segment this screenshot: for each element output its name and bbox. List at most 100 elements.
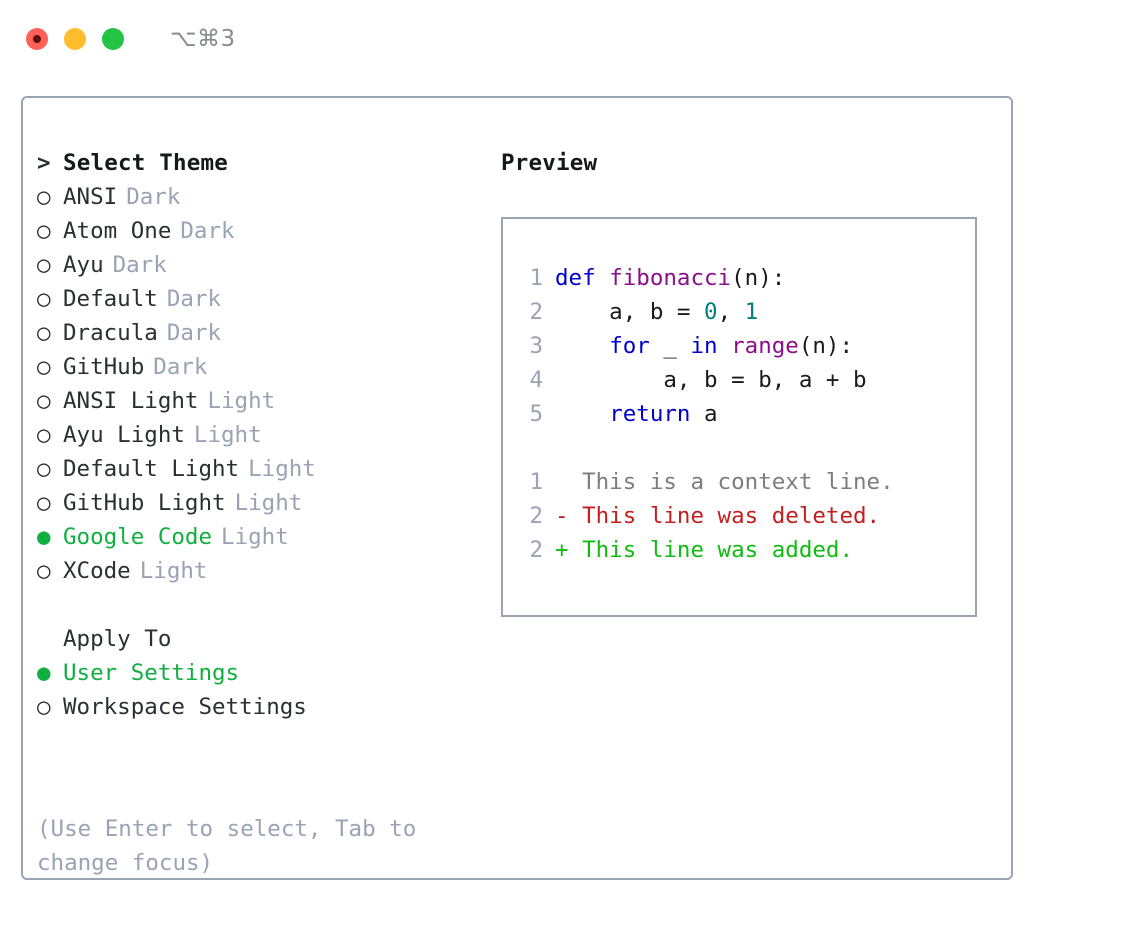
diff-line-text: + This line was added. xyxy=(555,537,854,563)
theme-category-label: Light xyxy=(207,388,276,414)
theme-category-label: Light xyxy=(248,456,316,482)
radio-unselected-icon: ○ xyxy=(37,388,51,414)
code-token: range xyxy=(731,333,799,359)
radio-unselected-icon: ○ xyxy=(37,286,51,312)
prompt-caret-icon: > xyxy=(37,150,51,176)
keyboard-hint: (Use Enter to select, Tab to change focu… xyxy=(37,816,417,876)
theme-list-item[interactable]: ○ Default Dark xyxy=(37,282,477,316)
code-token: fibonacci xyxy=(609,265,732,291)
theme-category-label: Dark xyxy=(153,354,208,380)
line-number: 2 xyxy=(529,503,543,529)
line-number: 4 xyxy=(529,367,543,393)
theme-list-item[interactable]: ○ ANSI Dark xyxy=(37,180,477,214)
apply-to-heading: Apply To xyxy=(37,622,477,656)
code-diff-separator xyxy=(517,431,975,465)
theme-category-label: Dark xyxy=(166,286,222,312)
theme-name-label: ANSI Light xyxy=(63,388,199,414)
radio-unselected-icon: ○ xyxy=(37,456,51,482)
theme-picker-heading-label: Select Theme xyxy=(63,150,228,176)
line-number: 1 xyxy=(529,469,543,495)
code-token: _ xyxy=(649,333,691,359)
code-token: 1 xyxy=(744,299,759,325)
theme-name-label: Ayu xyxy=(63,252,104,278)
radio-unselected-icon: ○ xyxy=(37,490,51,516)
line-number: 2 xyxy=(529,537,543,563)
apply-to-label: User Settings xyxy=(63,660,240,686)
theme-list-item[interactable]: ○ Default Light Light xyxy=(37,452,477,486)
radio-selected-icon: ● xyxy=(37,660,51,686)
apply-to-heading-label: Apply To xyxy=(63,626,172,652)
theme-list-item[interactable]: ○ XCode Light xyxy=(37,554,477,588)
preview-title: Preview xyxy=(501,150,598,176)
radio-unselected-icon: ○ xyxy=(37,694,51,720)
theme-name-label: Ayu Light xyxy=(63,422,185,448)
theme-list-item[interactable]: ○ ANSI Light Light xyxy=(37,384,477,418)
code-line: 2 a, b = 0, 1 xyxy=(517,295,975,329)
diff-line-text: - This line was deleted. xyxy=(555,503,881,529)
apply-to-item[interactable]: ● User Settings xyxy=(37,656,477,690)
code-token: a xyxy=(690,401,718,427)
list-spacer xyxy=(37,588,477,622)
close-dot-icon[interactable] xyxy=(26,28,48,50)
theme-category-label: Dark xyxy=(112,252,167,278)
radio-unselected-icon: ○ xyxy=(37,184,51,210)
radio-unselected-icon: ○ xyxy=(37,354,51,380)
theme-name-label: Default Light xyxy=(63,456,240,482)
code-token xyxy=(555,401,609,427)
code-token: def xyxy=(555,265,610,291)
code-token xyxy=(718,333,732,359)
theme-name-label: GitHub xyxy=(63,354,145,380)
code-token: , xyxy=(717,299,745,325)
theme-name-label: Google Code xyxy=(63,524,213,550)
radio-unselected-icon: ○ xyxy=(37,558,51,584)
diff-line: 1 This is a context line. xyxy=(517,465,975,499)
line-number: 5 xyxy=(529,401,543,427)
theme-name-label: GitHub Light xyxy=(63,490,226,516)
minimize-dot-icon[interactable] xyxy=(64,28,86,50)
theme-name-label: ANSI xyxy=(63,184,118,210)
theme-list-item[interactable]: ○ Ayu Dark xyxy=(37,248,477,282)
radio-selected-icon: ● xyxy=(37,524,51,550)
theme-category-label: Dark xyxy=(180,218,235,244)
theme-name-label: Atom One xyxy=(63,218,172,244)
theme-category-label: Light xyxy=(193,422,262,448)
code-line: 3 for _ in range(n): xyxy=(517,329,975,363)
theme-list-item[interactable]: ○ GitHub Dark xyxy=(37,350,477,384)
code-line: 4 a, b = b, a + b xyxy=(517,363,975,397)
theme-category-label: Light xyxy=(139,558,208,584)
line-number: 2 xyxy=(529,299,543,325)
code-token: a, b = b, a + b xyxy=(555,367,867,393)
recording-indicator-icon xyxy=(33,35,41,43)
radio-unselected-icon: ○ xyxy=(37,252,51,278)
code-token: a, b = xyxy=(555,299,705,325)
theme-picker-heading: > Select Theme xyxy=(37,146,477,180)
theme-list-item[interactable]: ○ Ayu Light Light xyxy=(37,418,477,452)
code-token: for xyxy=(609,333,650,359)
theme-category-label: Dark xyxy=(166,320,222,346)
maximize-dot-icon[interactable] xyxy=(102,28,124,50)
code-token: in xyxy=(690,333,718,359)
line-number: 1 xyxy=(529,265,543,291)
theme-name-label: Dracula xyxy=(63,320,158,346)
line-number: 3 xyxy=(529,333,543,359)
apply-to-item[interactable]: ○Workspace Settings xyxy=(37,690,477,724)
title-bar: ⌥⌘3 xyxy=(0,0,1140,78)
theme-category-label: Dark xyxy=(126,184,181,210)
theme-name-label: XCode xyxy=(63,558,131,584)
theme-name-label: Default xyxy=(63,286,158,312)
diff-line-text: This is a context line. xyxy=(555,469,894,495)
radio-unselected-icon: ○ xyxy=(37,422,51,448)
shortcut-label: ⌥⌘3 xyxy=(170,26,236,52)
diff-sample: 1 This is a context line. 2 - This line wa… xyxy=(517,465,975,567)
code-token: (n): xyxy=(798,333,854,359)
